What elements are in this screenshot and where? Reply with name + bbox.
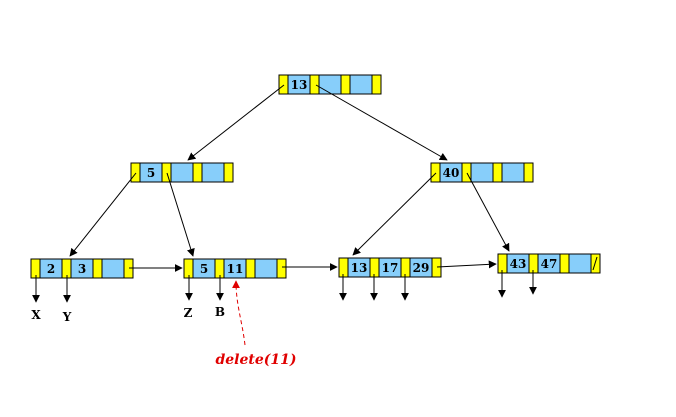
- edge-root-to-right: [315, 84, 448, 161]
- record-pointers: [32, 270, 537, 303]
- node-key: 43: [510, 257, 527, 271]
- leaf-node-1: 2 3: [30, 258, 134, 279]
- node-key: 13: [291, 78, 308, 92]
- record-label-b: B: [215, 305, 225, 319]
- record-label-y: Y: [62, 310, 72, 324]
- internal-node-right: 40: [430, 162, 534, 183]
- node-key: 13: [351, 261, 368, 275]
- delete-annotation: delete(11): [215, 352, 296, 368]
- edge-right-to-leaf-3: [352, 172, 437, 256]
- internal-node-left: 5: [130, 162, 234, 183]
- leaf-node-2: 5 11: [183, 258, 287, 279]
- node-key: 2: [47, 262, 55, 276]
- node-key: 29: [413, 261, 430, 275]
- leaf-node-4: 43 47: [497, 253, 601, 274]
- edge-left-to-leaf-2: [166, 172, 195, 257]
- edge-right-to-leaf-4: [466, 172, 510, 252]
- leaf-sibling-pointers: [129, 260, 497, 272]
- edge-root-to-left: [187, 84, 285, 161]
- node-key: 3: [78, 262, 86, 276]
- leaf-node-3: 13 17 29: [338, 257, 442, 278]
- node-key: 17: [382, 261, 399, 275]
- record-label-x: X: [31, 308, 41, 322]
- sibling-pointer-3-4: [436, 260, 497, 269]
- root-node: 13: [278, 74, 382, 95]
- record-label-z: Z: [184, 306, 193, 320]
- node-key: 47: [541, 257, 558, 271]
- node-key: 5: [200, 262, 208, 276]
- delete-indicator-arrow: [232, 280, 246, 346]
- node-key: 5: [147, 166, 155, 180]
- node-key: 40: [443, 166, 460, 180]
- tree-edges: [69, 84, 510, 257]
- node-key: 11: [227, 262, 244, 276]
- null-pointer-mark: [592, 256, 598, 271]
- edge-left-to-leaf-1: [69, 172, 137, 257]
